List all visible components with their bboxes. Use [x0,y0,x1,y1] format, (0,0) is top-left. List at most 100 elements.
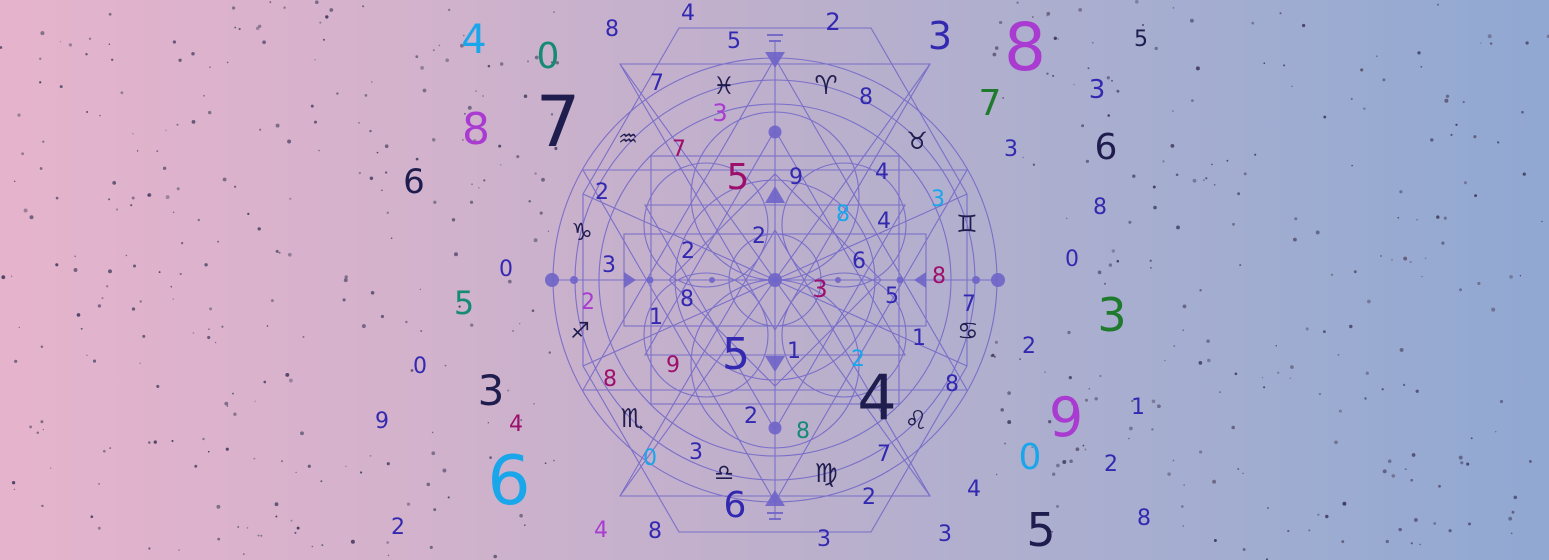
star-dot [1198,361,1203,365]
star-dot [1353,270,1357,274]
star-dot [194,464,198,468]
star-dot [102,449,106,453]
star-dot [1243,172,1247,176]
star-dot [208,328,210,331]
star-dot [209,307,213,311]
star-dot [520,419,523,422]
star-dot [1443,216,1447,220]
star-dot [519,322,521,325]
star-dot [156,150,159,153]
star-dot [108,43,111,45]
star-dot [1509,275,1513,279]
star-dot [451,218,456,222]
star-dot [420,66,424,70]
star-dot [311,545,314,548]
star-dot [13,488,16,491]
star-dot [516,155,520,159]
star-dot [1085,159,1089,163]
star-dot [88,37,92,41]
star-dot [1152,185,1156,189]
star-dot [232,6,236,10]
star-dot [1391,474,1396,478]
star-dot [1325,514,1329,519]
star-dot [1164,359,1166,362]
star-dot [1416,219,1418,221]
star-dot [1237,468,1240,470]
right-arrow [914,272,926,288]
star-dot [217,537,221,541]
star-dot [39,57,42,60]
star-dot [470,323,474,327]
star-dot [500,164,502,166]
star-dot [108,269,112,274]
star-dot [1448,529,1452,533]
star-dot [1403,256,1408,261]
star-dot [386,541,389,544]
star-dot [1132,174,1136,178]
star-dot [1266,507,1269,509]
star-dot [111,58,114,61]
star-dot [1251,21,1255,25]
star-dot [178,549,180,551]
star-dot [1459,288,1462,292]
star-dot [1199,450,1203,454]
star-dot [1073,83,1075,86]
star-dot [358,122,360,124]
star-dot [1430,138,1434,142]
right-dot [896,276,904,284]
star-dot [369,129,372,133]
star-dot [1154,46,1158,51]
star-dot [405,320,408,324]
star-dot [17,113,21,117]
star-dot [101,297,104,300]
star-dot [109,447,112,450]
star-dot [21,152,24,156]
left-lower-orbit [643,272,769,398]
star-dot [1415,389,1419,393]
star-dot [1048,420,1052,424]
star-dot [447,496,450,499]
star-dot [29,425,33,429]
star-dot [432,49,435,52]
star-dot [307,464,311,468]
star-dot [467,105,472,110]
star-dot [1206,358,1211,363]
star-dot [158,271,161,274]
star-dot [998,20,1003,25]
star-dot [526,60,530,63]
star-dot [98,483,100,485]
star-dot [553,459,555,462]
star-dot [1381,388,1384,391]
star-dot [1081,124,1085,128]
star-dot [287,139,292,144]
star-dot [1149,266,1152,269]
star-dot [1167,472,1171,476]
star-dot [246,527,249,529]
star-dot [1455,123,1458,126]
star-dot [131,196,135,200]
star-dot [1438,484,1441,488]
star-dot [120,91,124,95]
star-dot [131,307,136,311]
star-dot [1499,399,1504,404]
star-dot [1175,173,1179,177]
star-dot [1450,133,1453,136]
star-dot [1051,531,1053,533]
star-dot [362,5,365,8]
star-dot [482,95,485,97]
star-dot [204,263,208,267]
star-dot [376,151,379,154]
star-dot [130,204,133,207]
star-dot [59,41,62,43]
star-dot [39,81,42,84]
star-dot [275,515,278,518]
star-dot [1181,505,1184,508]
star-dot [431,431,434,434]
star-dot [361,324,366,329]
star-dot [254,400,256,402]
star-dot [1413,517,1418,522]
star-dot [1337,354,1340,356]
star-dot [1183,484,1185,486]
star-dot [994,340,998,344]
star-dot [1019,358,1022,361]
